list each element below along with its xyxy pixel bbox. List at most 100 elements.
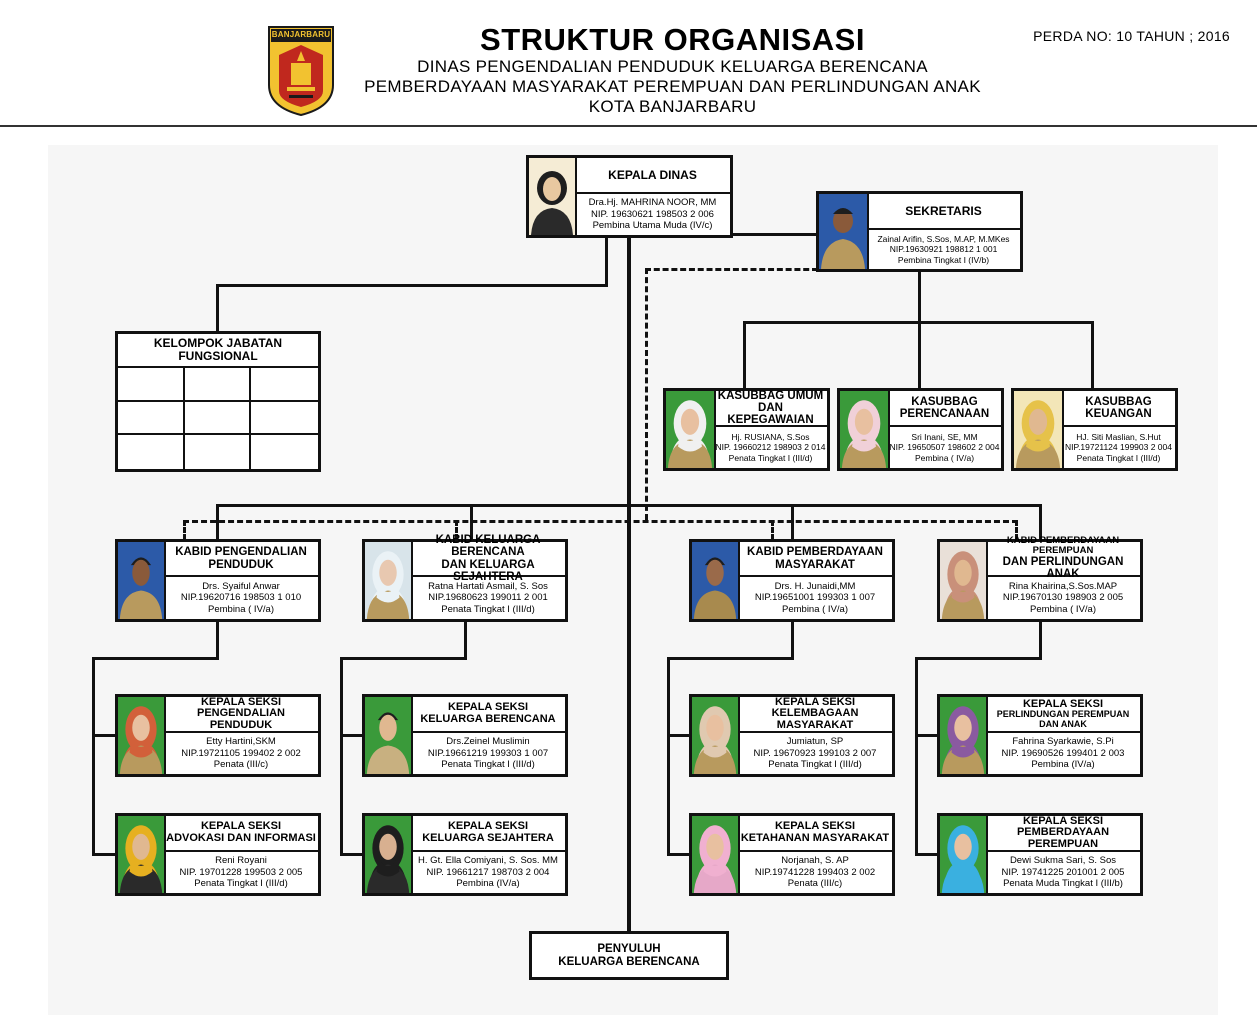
header-divider [0, 125, 1257, 127]
kabid-3-nip: NIP.19651001 199303 1 007 [754, 592, 876, 604]
col3-tick-2 [667, 853, 691, 856]
penyuluh-kb-box: PENYULUH KELUARGA BERENCANA [529, 931, 729, 980]
line-kabid-4 [1039, 504, 1042, 540]
penyuluh-title-line-1: PENYULUH [597, 942, 661, 955]
penyuluh-title-line-2: KELUARGA BERENCANA [558, 955, 700, 968]
dashed-sekretaris-v [645, 268, 648, 520]
seksi-bottom-3-nip: NIP.19741228 199403 2 002 [754, 866, 876, 878]
fungsional-title: KELOMPOK JABATAN FUNGSIONAL [118, 334, 318, 368]
seksi-bottom-1-name: Reni Royani [215, 855, 267, 867]
kabid-2-photo [365, 542, 413, 619]
seksi-top-2-nip: NIP.19661219 199303 1 007 [427, 747, 549, 759]
seksi-top-2-photo [365, 697, 413, 774]
kepala-dinas-info: Dra.Hj. MAHRINA NOOR, MM NIP. 19630621 1… [575, 194, 730, 235]
col1-tick-2 [92, 853, 116, 856]
kasubbag-3-title-line-2: KEUANGAN [1085, 408, 1152, 420]
seksi-bottom-3-rank: Penata (III/c) [787, 878, 843, 890]
kabid-3-rank: Pembina ( IV/a) [782, 603, 848, 615]
kabid-1-photo [118, 542, 166, 619]
kasubbag-3-rank: Penata Tingkat I (III/d) [1076, 452, 1161, 463]
fungsional-grid [118, 368, 318, 469]
seksi-top-1-title-line-2: PENGENDALIAN PENDUDUK [196, 707, 285, 731]
main-trunk-line [627, 236, 631, 932]
fungsional-cell [118, 435, 185, 469]
seksi-top-3-rank: Penata Tingkat I (III/d) [768, 759, 862, 771]
kepala-dinas-nip: NIP. 19630621 198503 2 006 [591, 208, 714, 220]
seksi-top-4-rank: Pembina (IV/a) [1031, 759, 1095, 771]
seksi-top-2-title-line-2: KELUARGA BERENCANA [420, 713, 556, 725]
seksi-bottom-2-nip: NIP. 19661217 198703 2 004 [426, 866, 550, 878]
col3-v [667, 657, 670, 856]
line-to-sekretaris [731, 233, 819, 236]
seksi-bottom-1-title-line-2: ADVOKASI DAN INFORMASI [166, 832, 316, 844]
kasubbag-2-nip: NIP. 19650507 198602 2 004 [889, 442, 1000, 453]
kabid-3-title-line-1: KABID PEMBERDAYAAN [747, 546, 883, 559]
seksi-top-2-name: Drs.Zeinel Muslimin [446, 736, 530, 748]
kabid-2-title-line-1: KABID KELUARGA BERENCANA [435, 534, 541, 559]
seksi-bottom-2-title-line-2: KELUARGA SEJAHTERA [422, 832, 554, 844]
kabid-4-title-line-2: DAN PERLINDUNGAN ANAK [1002, 556, 1124, 581]
seksi-top-3-title-line-1: KEPALA SEKSI [774, 695, 856, 708]
col1-tick-1 [92, 734, 116, 737]
fungsional-title-line-2: FUNGSIONAL [178, 349, 258, 363]
kabid-1-name: Drs. Syaiful Anwar [202, 580, 280, 592]
col1-v [92, 657, 95, 856]
kasubbag-2-title-line-2: PERENCANAAN [899, 408, 990, 420]
seksi-bottom-1-nip: NIP. 19701228 199503 2 005 [179, 866, 303, 878]
seksi-bottom-4-name: Dewi Sukma Sari, S. Sos [1009, 855, 1117, 867]
subtitle-line-1: DINAS PENGENDALIAN PENDUDUK KELUARGA BER… [417, 57, 928, 76]
kabid-3-name: Drs. H. Junaidi,MM [774, 580, 856, 592]
line-kasubbag-3 [1091, 321, 1094, 389]
kabid-4-rank: Pembina ( IV/a) [1030, 603, 1096, 615]
sekretaris-info: Zainal Arifin, S.Sos, M.AP, M.MKes NIP.1… [867, 230, 1020, 269]
page-title: STRUKTUR ORGANISASI [480, 22, 865, 57]
perda-label: PERDA NO: 10 TAHUN ; 2016 [1033, 28, 1230, 44]
kasubbag-2-photo [840, 391, 890, 468]
dashed-kabid-1 [183, 520, 186, 540]
fungsional-cell [184, 401, 252, 436]
kasubbag-3-name: HJ. Siti Maslian, S.Hut [1076, 432, 1161, 443]
subtitle-line-2: PEMBERDAYAAN MASYARAKAT PEREMPUAN DAN PE… [364, 77, 981, 96]
seksi-bottom-1-photo [118, 816, 166, 893]
kabid-1-rank: Pembina ( IV/a) [208, 603, 274, 615]
fungsional-cell [118, 368, 185, 402]
logo-text: BANJARBARU [271, 30, 331, 39]
fungsional-cell [251, 368, 318, 402]
col2-tick-2 [340, 853, 364, 856]
seksi-bottom-4-nip: NIP. 19741225 201001 2 005 [1001, 866, 1125, 878]
col2-down [464, 620, 467, 660]
sekretaris-name: Zainal Arifin, S.Sos, M.AP, M.MKes [877, 234, 1010, 245]
subtitle-line-3: KOTA BANJARBARU [588, 97, 757, 116]
seksi-top-2-title-line-1: KEPALA SEKSI [447, 701, 529, 714]
kasubbag-2-rank: Pembina ( IV/a) [914, 452, 975, 463]
kasubbag-3-photo [1014, 391, 1064, 468]
col3-h [667, 657, 794, 660]
dashed-kabid-4 [1015, 520, 1018, 540]
col1-h [92, 657, 219, 660]
dashed-kabid-2 [455, 520, 458, 540]
kabid-2-nip: NIP.19680623 199011 2 001 [428, 592, 548, 604]
seksi-bottom-4-title-line-2: PEMBERDAYAAN PEREMPUAN [1016, 826, 1110, 850]
kasubbag-1-rank: Penata Tingkat I (III/d) [728, 452, 813, 463]
kabid-2-title-line-2: DAN KELUARGA SEJAHTERA [441, 558, 535, 583]
seksi-top-1-name: Etty Hartini,SKM [206, 736, 276, 748]
banjarbaru-logo: BANJARBARU [267, 25, 335, 117]
fungsional-title-line-1: KELOMPOK JABATAN [153, 336, 283, 351]
